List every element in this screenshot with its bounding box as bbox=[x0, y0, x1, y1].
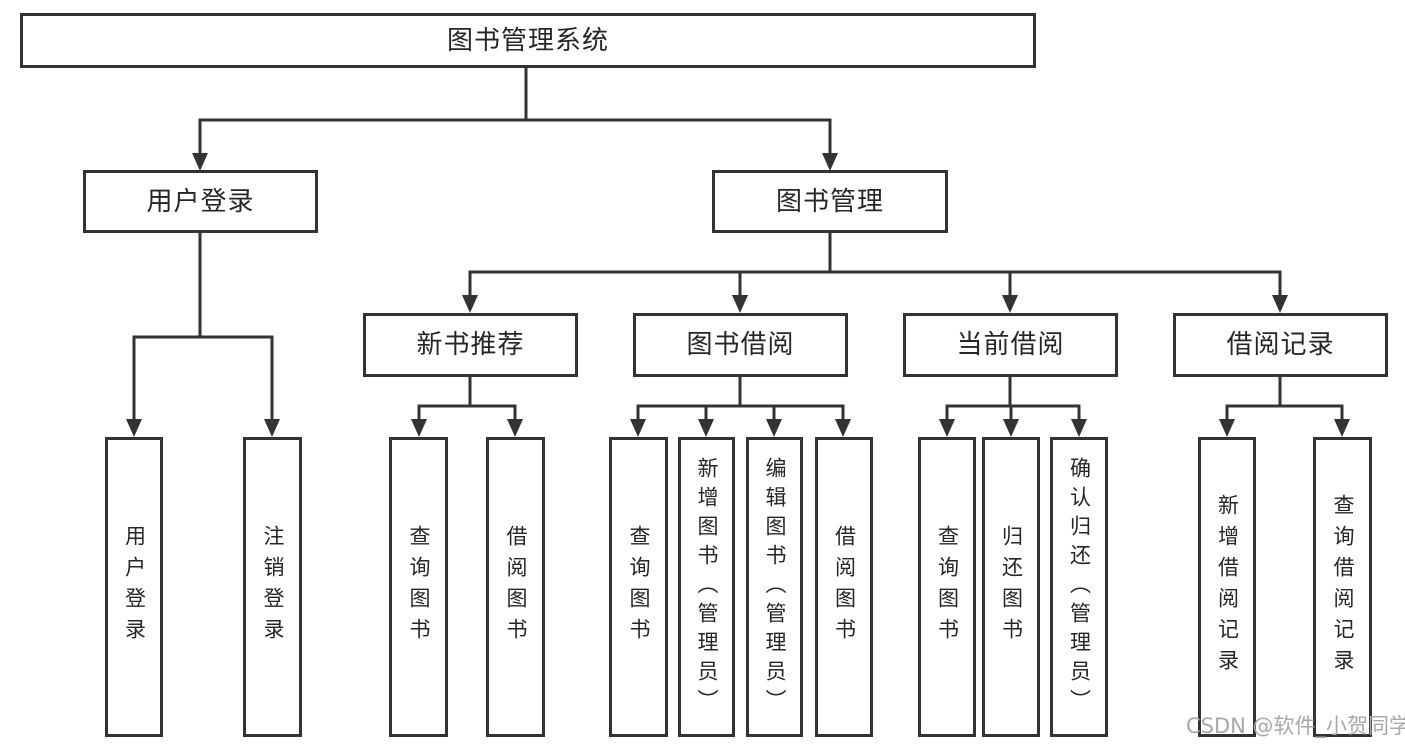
leaf-bb-edit-books-admin-label: 编辑图书（管理员） bbox=[763, 456, 787, 718]
leaf-rec-borrow-books-label: 借阅图书 bbox=[504, 525, 528, 649]
node-book-management-label: 图书管理 bbox=[775, 186, 884, 217]
node-root: 图书管理系统 bbox=[20, 13, 1036, 68]
node-borrow-records-label: 借阅记录 bbox=[1226, 330, 1335, 360]
leaf-cb-query-books: 查询图书 bbox=[918, 437, 976, 737]
leaf-rec-borrow-books: 借阅图书 bbox=[486, 437, 545, 737]
node-book-borrow: 图书借阅 bbox=[633, 313, 848, 377]
node-current-borrow: 当前借阅 bbox=[903, 313, 1118, 377]
node-new-book-recommend-label: 新书推荐 bbox=[416, 330, 525, 360]
node-current-borrow-label: 当前借阅 bbox=[956, 330, 1065, 360]
leaf-rec-query-books: 查询图书 bbox=[389, 437, 448, 737]
leaf-bb-query-books: 查询图书 bbox=[609, 437, 668, 737]
node-root-label: 图书管理系统 bbox=[446, 25, 609, 56]
node-user-login: 用户登录 bbox=[83, 170, 318, 233]
leaf-cb-return-books-label: 归还图书 bbox=[999, 525, 1024, 649]
leaf-br-add-record-label: 新增借阅记录 bbox=[1215, 494, 1240, 680]
leaf-br-query-record: 查询借阅记录 bbox=[1313, 437, 1372, 737]
leaf-br-add-record: 新增借阅记录 bbox=[1198, 437, 1256, 737]
leaf-cb-confirm-return-admin-label: 确认归还（管理员） bbox=[1067, 456, 1092, 718]
node-book-management: 图书管理 bbox=[712, 170, 948, 233]
leaf-bb-add-books-admin-label: 新增图书（管理员） bbox=[695, 456, 719, 718]
leaf-bb-query-books-label: 查询图书 bbox=[627, 525, 651, 649]
leaf-logout: 注销登录 bbox=[243, 437, 302, 737]
leaf-logout-label: 注销登录 bbox=[261, 525, 285, 649]
leaf-cb-return-books: 归还图书 bbox=[982, 437, 1040, 737]
csdn-watermark: CSDN @软件_小贺同学 bbox=[1186, 714, 1405, 738]
node-user-login-label: 用户登录 bbox=[146, 186, 255, 217]
leaf-rec-query-books-label: 查询图书 bbox=[407, 525, 431, 649]
node-borrow-records: 借阅记录 bbox=[1173, 313, 1388, 377]
leaf-br-query-record-label: 查询借阅记录 bbox=[1331, 494, 1355, 680]
leaf-bb-add-books-admin: 新增图书（管理员） bbox=[678, 437, 735, 737]
leaf-user-login: 用户登录 bbox=[105, 437, 163, 737]
node-book-borrow-label: 图书借阅 bbox=[686, 330, 795, 360]
leaf-cb-confirm-return-admin: 确认归还（管理员） bbox=[1050, 437, 1108, 737]
leaf-user-login-label: 用户登录 bbox=[122, 525, 147, 649]
leaf-bb-edit-books-admin: 编辑图书（管理员） bbox=[746, 437, 803, 737]
leaf-cb-query-books-label: 查询图书 bbox=[935, 525, 960, 649]
leaf-bb-borrow-books: 借阅图书 bbox=[815, 437, 873, 737]
leaf-bb-borrow-books-label: 借阅图书 bbox=[832, 525, 857, 649]
node-new-book-recommend: 新书推荐 bbox=[363, 313, 578, 377]
